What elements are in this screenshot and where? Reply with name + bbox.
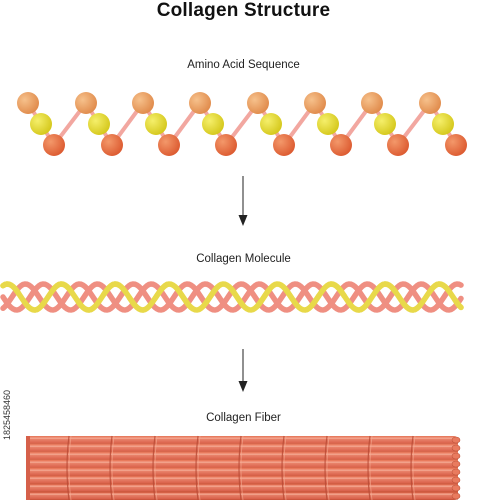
fiber-rod xyxy=(26,477,458,483)
arrow-down-icon xyxy=(238,349,248,392)
collagen-fiber-bundle xyxy=(26,435,461,500)
fiber-segment-edge xyxy=(109,435,113,500)
fiber-rod-end xyxy=(451,436,461,444)
amino-acid-bead xyxy=(419,92,441,114)
fiber-rod xyxy=(26,469,458,475)
amino-acid-bead xyxy=(75,92,97,114)
amino-acid-bead xyxy=(330,134,352,156)
fiber-segment-edge xyxy=(281,435,285,500)
amino-acid-bead xyxy=(432,113,454,135)
fiber-rod-end xyxy=(451,492,461,500)
amino-acid-bead xyxy=(30,113,52,135)
collagen-molecule-label: Collagen Molecule xyxy=(196,253,291,265)
amino-acid-bead xyxy=(17,92,39,114)
amino-acid-bead xyxy=(445,134,467,156)
amino-acid-bead xyxy=(260,113,282,135)
fiber-segment-edge xyxy=(66,435,70,500)
fiber-rod-end xyxy=(451,452,461,460)
amino-acid-bead xyxy=(158,134,180,156)
amino-acid-bead xyxy=(88,113,110,135)
amino-acid-bead xyxy=(317,113,339,135)
fiber-rod xyxy=(26,453,458,459)
amino-acid-chain xyxy=(17,92,467,156)
collagen-fiber-label: Collagen Fiber xyxy=(206,412,281,424)
fiber-rod-end xyxy=(451,460,461,468)
fiber-segment-edge xyxy=(367,435,371,500)
fiber-segment-edge xyxy=(238,435,242,500)
fiber-rod-end xyxy=(451,476,461,484)
fiber-rod-end xyxy=(451,468,461,476)
amino-acid-bead xyxy=(132,92,154,114)
amino-acid-bead xyxy=(361,92,383,114)
fiber-rod xyxy=(26,461,458,467)
fiber-rod-end xyxy=(451,444,461,452)
amino-acid-label: Amino Acid Sequence xyxy=(187,59,300,71)
amino-acid-bead xyxy=(145,113,167,135)
amino-acid-bead xyxy=(387,134,409,156)
arrow-down-icon xyxy=(238,176,248,226)
amino-acid-bead xyxy=(101,134,123,156)
amino-acid-bead xyxy=(273,134,295,156)
amino-acid-bead xyxy=(189,92,211,114)
diagram-title: Collagen Structure xyxy=(156,0,331,21)
amino-acid-bead xyxy=(247,92,269,114)
fiber-rod-end xyxy=(451,484,461,492)
fiber-segment-edge xyxy=(152,435,156,500)
collagen-triple-helix xyxy=(0,281,464,313)
helix-strand-overlay xyxy=(0,281,464,313)
fiber-segment-edge xyxy=(410,435,414,500)
amino-acid-bead xyxy=(202,113,224,135)
amino-acid-bead xyxy=(304,92,326,114)
fiber-segment-edge xyxy=(195,435,199,500)
amino-acid-bead xyxy=(43,134,65,156)
fiber-segment-edge xyxy=(324,435,328,500)
amino-acid-bead xyxy=(374,113,396,135)
amino-acid-bead xyxy=(215,134,237,156)
